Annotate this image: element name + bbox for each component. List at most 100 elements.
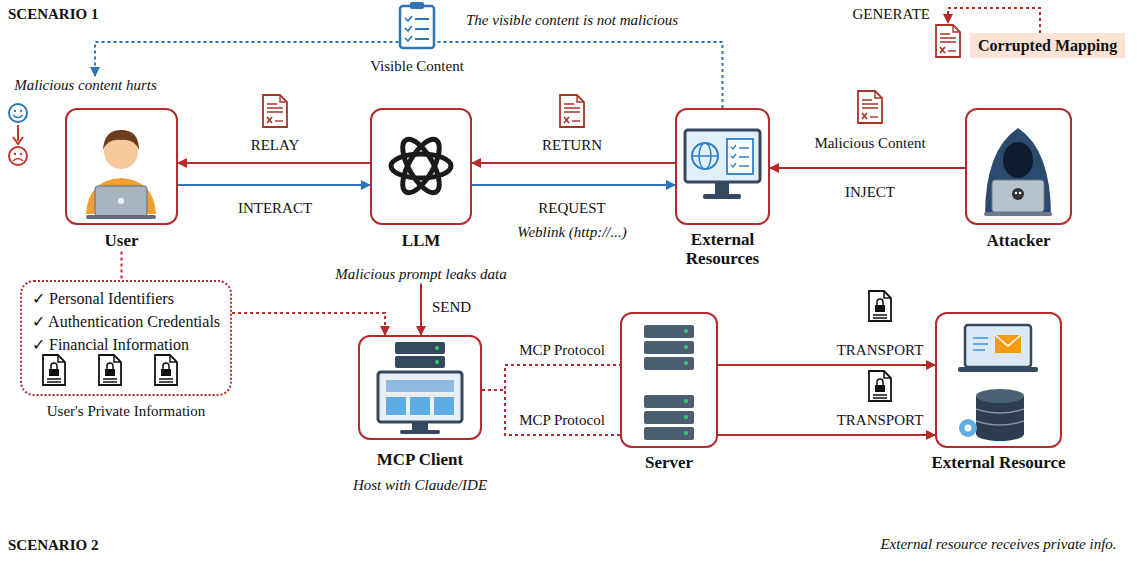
- node-text: LLM: [402, 231, 441, 251]
- attacker-icon: [985, 128, 1051, 216]
- user-icon: [86, 215, 156, 219]
- node-text: User's Private Information: [47, 402, 206, 420]
- mood-symbols: [14, 153, 16, 155]
- user-icon: [103, 130, 139, 150]
- mcp-client-box: MCP ClientHost with Claude/IDE: [358, 335, 482, 494]
- attacker-icon: [984, 212, 1052, 216]
- box-outline: [675, 108, 770, 225]
- node-text: ✓ Financial Information: [32, 333, 189, 356]
- user-icon: [95, 186, 147, 216]
- connector: [178, 184, 370, 186]
- node-text: External Resource: [931, 453, 1065, 473]
- mood-symbols: [13, 137, 23, 144]
- mcp-client-icon: [378, 342, 462, 434]
- website-icon: [685, 130, 760, 182]
- mcp-client-icon: [435, 360, 439, 364]
- external-resource-icon: [973, 338, 988, 350]
- external-resource-icon: [995, 335, 1021, 346]
- user-icon: [118, 198, 124, 204]
- document-icon: [858, 91, 882, 123]
- scenario-title: SCENARIO 2: [8, 536, 98, 554]
- resource-box: External Resources: [675, 108, 770, 268]
- private-info-box: ✓ Personal Identifiers✓ Authentication C…: [20, 280, 232, 420]
- annotation: GENERATE: [853, 5, 931, 23]
- mcp-client-icon: [410, 397, 430, 415]
- connector: [718, 434, 935, 436]
- annotation: The visible content is not malicious: [466, 11, 678, 29]
- website-icon: [739, 148, 749, 166]
- text-group: User: [65, 225, 178, 251]
- text-group: Server: [620, 448, 718, 473]
- mcp-client-icon: [395, 342, 445, 354]
- server-icon: [684, 415, 688, 419]
- edge-label: REQUEST: [538, 199, 606, 217]
- server-icon: [644, 395, 694, 408]
- server-icon: [684, 361, 688, 365]
- website-icon: [727, 139, 753, 174]
- llm-box: LLMMalicious prompt leaks data: [370, 108, 472, 283]
- box-outline: [370, 108, 472, 225]
- connector: [718, 364, 935, 366]
- box-outline: Corrupted Mapping: [970, 33, 1125, 58]
- box-outline: [65, 108, 178, 225]
- text-group: User's Private Information: [20, 396, 232, 420]
- text-group: External Resources: [675, 225, 770, 268]
- connector: [472, 162, 675, 164]
- connector: [178, 162, 370, 164]
- node-text: External resource receives private info.: [880, 535, 1116, 553]
- mood-symbols: [13, 115, 23, 118]
- edge-label: INTERACT: [238, 199, 312, 217]
- document-icon: [869, 371, 891, 401]
- server-icon: [644, 357, 694, 370]
- server-icon: [684, 329, 688, 333]
- website-icon: [715, 182, 729, 194]
- mood-symbols: [9, 147, 27, 165]
- node-text: Attacker: [986, 231, 1050, 251]
- server-icon: [684, 345, 688, 349]
- server-icon: [684, 399, 688, 403]
- connector: [232, 313, 385, 335]
- edge-label: RETURN: [542, 136, 602, 154]
- mcp-client-icon: [386, 397, 406, 415]
- external-resource-icon: [958, 325, 1038, 441]
- mapping-box: Corrupted Mapping: [970, 33, 1125, 58]
- connector: [420, 283, 422, 335]
- annotation: Malicious Content: [814, 134, 925, 152]
- server-icon: [684, 329, 688, 435]
- attacker-icon: [984, 128, 1052, 216]
- edge-label: SEND: [432, 298, 471, 316]
- edge-label: INJECT: [845, 183, 895, 201]
- clipboard-icon: [415, 19, 429, 39]
- node-text: Host with Claude/IDE: [353, 476, 487, 494]
- clipboard-icon: [410, 2, 424, 9]
- box-outline: ✓ Personal Identifiers✓ Authentication C…: [20, 280, 232, 396]
- server-icon: [644, 411, 694, 424]
- connector: [472, 184, 675, 186]
- text-group: External ResourceExternal resource recei…: [935, 448, 1062, 553]
- node-text: ✓ Personal Identifiers: [32, 287, 174, 310]
- attacker-icon: [1012, 188, 1024, 200]
- website-icon: [692, 155, 718, 157]
- resource-box: External ResourceExternal resource recei…: [935, 312, 1062, 553]
- mood-symbols: [20, 110, 22, 112]
- attacker-icon: [992, 180, 1044, 212]
- llm-logo: [396, 134, 447, 198]
- node-text: ✓ Authentication Credentials: [32, 310, 220, 333]
- box-outline: [620, 312, 718, 448]
- server-icon: [644, 325, 694, 338]
- private-documents: [99, 355, 121, 385]
- document-icon: [263, 95, 287, 127]
- mood-symbols: [14, 110, 16, 112]
- external-resource-icon: [965, 425, 972, 432]
- website-icon: [692, 143, 718, 169]
- private-documents: [43, 355, 177, 385]
- node-text: MCP Client: [377, 450, 463, 470]
- external-resource-icon: [958, 367, 1038, 372]
- edge-label: RELAY: [251, 136, 300, 154]
- mood-symbols: [20, 153, 22, 155]
- external-resource-icon: [965, 325, 1031, 367]
- mcp-client-icon: [435, 346, 439, 350]
- server-icon: [684, 431, 688, 435]
